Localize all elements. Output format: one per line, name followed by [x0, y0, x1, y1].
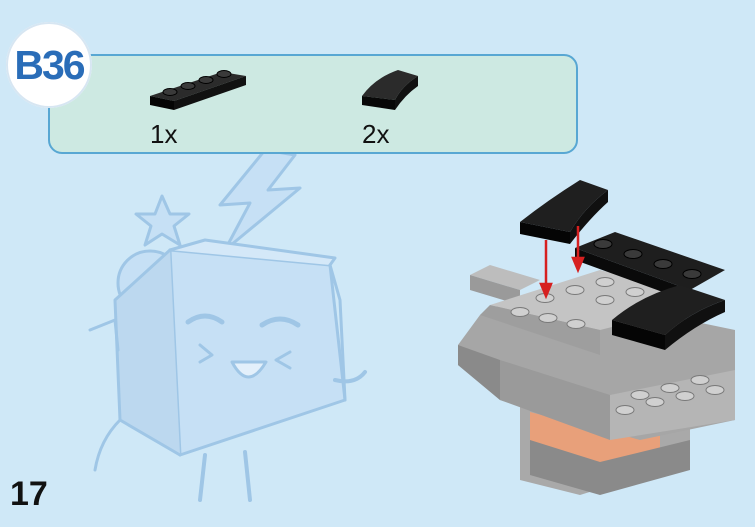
model-black-curved-slope-floating: [520, 180, 608, 244]
page-number: 17: [10, 475, 48, 514]
